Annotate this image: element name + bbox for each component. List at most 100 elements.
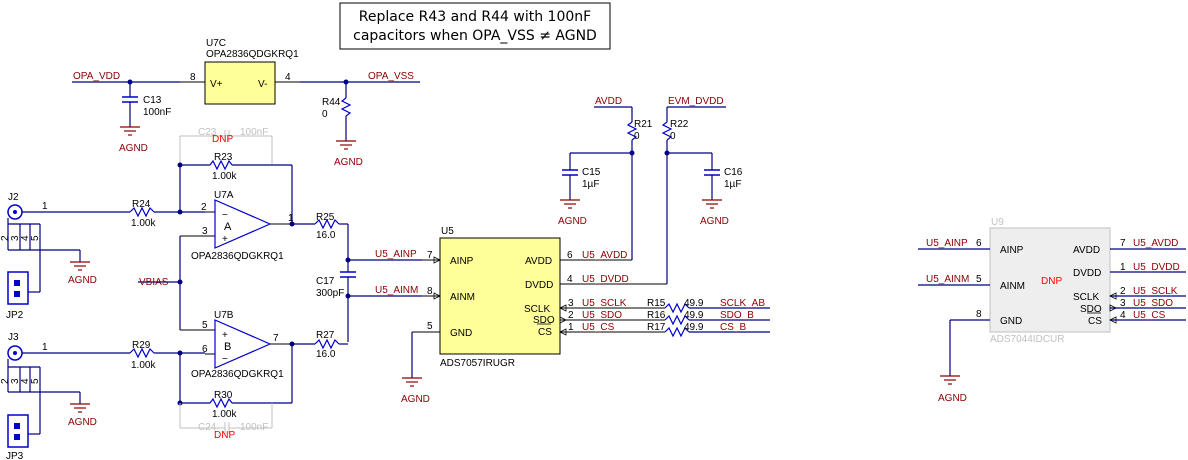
u9-body[interactable] bbox=[989, 227, 1111, 333]
u9-dnp: DNP bbox=[1041, 276, 1062, 287]
net-u5-sclk-u9[interactable]: U5_SCLK bbox=[1133, 286, 1178, 297]
net-u5-cs-u9[interactable]: U5_CS bbox=[1133, 310, 1166, 321]
r23-symbol[interactable] bbox=[209, 159, 233, 171]
net-u5-sdo[interactable]: U5_SDO bbox=[582, 310, 622, 321]
c23-dnp: DNP bbox=[212, 134, 233, 145]
net-opa-vdd[interactable]: OPA_VDD bbox=[73, 71, 120, 82]
j3-gnd-pin-3: 3 bbox=[10, 378, 21, 384]
r29-value: 1.00k bbox=[131, 360, 156, 371]
agnd-label: AGND bbox=[558, 216, 587, 227]
r30-value: 1.00k bbox=[212, 409, 237, 420]
agnd-label: AGND bbox=[401, 394, 430, 405]
agnd-label: AGND bbox=[68, 275, 97, 286]
agnd-ground-icon bbox=[560, 199, 580, 209]
jp3-ref: JP3 bbox=[6, 451, 24, 460]
r21-symbol[interactable] bbox=[626, 121, 638, 141]
u9-pin-dvdd: DVDD bbox=[1073, 268, 1101, 279]
j2-ref: J2 bbox=[8, 192, 19, 203]
u7a-pin3: 3 bbox=[202, 226, 208, 237]
u7a-opamp[interactable] bbox=[214, 199, 272, 249]
j2-gnd-pin-4: 4 bbox=[20, 235, 31, 241]
r29-symbol[interactable] bbox=[129, 347, 155, 359]
j3-gnd-pin-4: 4 bbox=[20, 378, 31, 384]
j3-gnd-pin-2: 2 bbox=[0, 378, 11, 384]
r25-value: 16.0 bbox=[316, 230, 336, 241]
u9-pin-cs: CS bbox=[1088, 316, 1102, 327]
u9-pin-num-dvdd: 1 bbox=[1120, 262, 1126, 273]
r17-ref: R17 bbox=[647, 322, 666, 333]
u7a-unit: A bbox=[224, 221, 232, 233]
net-u5-ainp[interactable]: U5_AINP bbox=[375, 249, 417, 260]
jp3-jumper-icon[interactable] bbox=[7, 414, 29, 448]
r15-symbol[interactable] bbox=[664, 302, 690, 314]
net-u5-avdd-u9[interactable]: U5_AVDD bbox=[1133, 238, 1178, 249]
r25-ref: R25 bbox=[316, 212, 335, 223]
r44-ref: R44 bbox=[322, 97, 341, 108]
r24-symbol[interactable] bbox=[129, 206, 155, 218]
agnd-ground-icon bbox=[940, 375, 960, 385]
u5-ref: U5 bbox=[441, 226, 454, 237]
net-u5-dvdd[interactable]: U5_DVDD bbox=[582, 274, 629, 285]
r22-symbol[interactable] bbox=[661, 121, 673, 141]
u5-pin-num-ainm: 8 bbox=[427, 286, 433, 297]
r17-symbol[interactable] bbox=[664, 326, 690, 338]
u5-pin-ainm: AINM bbox=[450, 292, 475, 303]
u7a-channel: C23 100nF DNP R23 1.00k J2 1 2 3 4 5 bbox=[0, 127, 349, 321]
c24-dnp: DNP bbox=[214, 430, 235, 441]
net-sdo-b[interactable]: SDO_B bbox=[720, 310, 754, 321]
agnd-ground-icon bbox=[336, 140, 356, 150]
net-u5-sclk[interactable]: U5_SCLK bbox=[582, 298, 627, 309]
u7b-minus: − bbox=[222, 354, 228, 365]
r30-symbol[interactable] bbox=[209, 397, 233, 409]
net-cs-b[interactable]: CS_B bbox=[720, 322, 746, 333]
c17-section: C17 300pF U5_AINP U5_AINM bbox=[316, 249, 422, 342]
agnd-label: AGND bbox=[938, 393, 967, 404]
r21-ref: R21 bbox=[634, 119, 653, 130]
agnd-label: AGND bbox=[119, 143, 148, 154]
j2-pin: 1 bbox=[42, 201, 48, 212]
net-sclk-ab[interactable]: SCLK_AB bbox=[720, 298, 765, 309]
c17-value: 300pF bbox=[316, 288, 344, 299]
u5-body[interactable] bbox=[439, 237, 561, 355]
jp2-jumper-icon[interactable] bbox=[7, 271, 29, 305]
u7c-part: OPA2836QDGKRQ1 bbox=[206, 49, 299, 60]
net-avdd[interactable]: AVDD bbox=[595, 96, 622, 107]
note-line-2: capacitors when OPA_VSS ≠ AGND bbox=[353, 28, 597, 44]
c16-ref: C16 bbox=[724, 167, 743, 178]
c16-value: 1µF bbox=[724, 179, 741, 190]
net-opa-vss[interactable]: OPA_VSS bbox=[368, 71, 414, 82]
r16-symbol[interactable] bbox=[664, 314, 690, 326]
r27-symbol[interactable] bbox=[314, 338, 340, 350]
net-u5-ainm[interactable]: U5_AINM bbox=[375, 285, 418, 296]
u5-pin-ainp: AINP bbox=[450, 256, 474, 267]
r22-value: 0 bbox=[670, 131, 676, 142]
net-u5-avdd[interactable]: U5_AVDD bbox=[582, 250, 627, 261]
u7a-pin2: 2 bbox=[201, 202, 207, 213]
c24-ref: C24 bbox=[198, 422, 217, 433]
u7b-unit: B bbox=[224, 341, 231, 353]
net-vbias[interactable]: VBIAS bbox=[139, 277, 169, 288]
u7b-opamp[interactable] bbox=[214, 319, 272, 369]
r30-ref: R30 bbox=[214, 390, 233, 401]
net-u5-ainp-u9[interactable]: U5_AINP bbox=[926, 238, 968, 249]
r44-symbol[interactable] bbox=[340, 97, 352, 117]
net-u5-ainm-u9[interactable]: U5_AINM bbox=[926, 274, 969, 285]
u7b-channel: U7B + − B 5 6 7 OPA2836QDGKRQ1 R27 16.0 … bbox=[0, 310, 348, 460]
u7a-part: OPA2836QDGKRQ1 bbox=[191, 251, 284, 262]
j3-gnd-pin-5: 5 bbox=[30, 378, 41, 384]
r25-symbol[interactable] bbox=[314, 218, 340, 230]
c13-value: 100nF bbox=[143, 107, 171, 118]
net-u5-dvdd-u9[interactable]: U5_DVDD bbox=[1133, 262, 1180, 273]
u5-pin-num-cs: 1 bbox=[568, 322, 574, 333]
net-u5-sdo-u9[interactable]: U5_SDO bbox=[1133, 298, 1173, 309]
u9-part: ADS7044IDCUR bbox=[990, 334, 1064, 345]
agnd-label: AGND bbox=[700, 216, 729, 227]
u9-pin-num-gnd: 8 bbox=[976, 309, 982, 320]
r23-value: 1.00k bbox=[212, 171, 237, 182]
r22-ref: R22 bbox=[670, 119, 689, 130]
net-u5-cs[interactable]: U5_CS bbox=[582, 322, 615, 333]
u7c-body[interactable] bbox=[204, 61, 276, 105]
r27-value: 16.0 bbox=[316, 349, 336, 360]
r23-ref: R23 bbox=[214, 152, 233, 163]
net-evm-dvdd[interactable]: EVM_DVDD bbox=[668, 96, 724, 107]
